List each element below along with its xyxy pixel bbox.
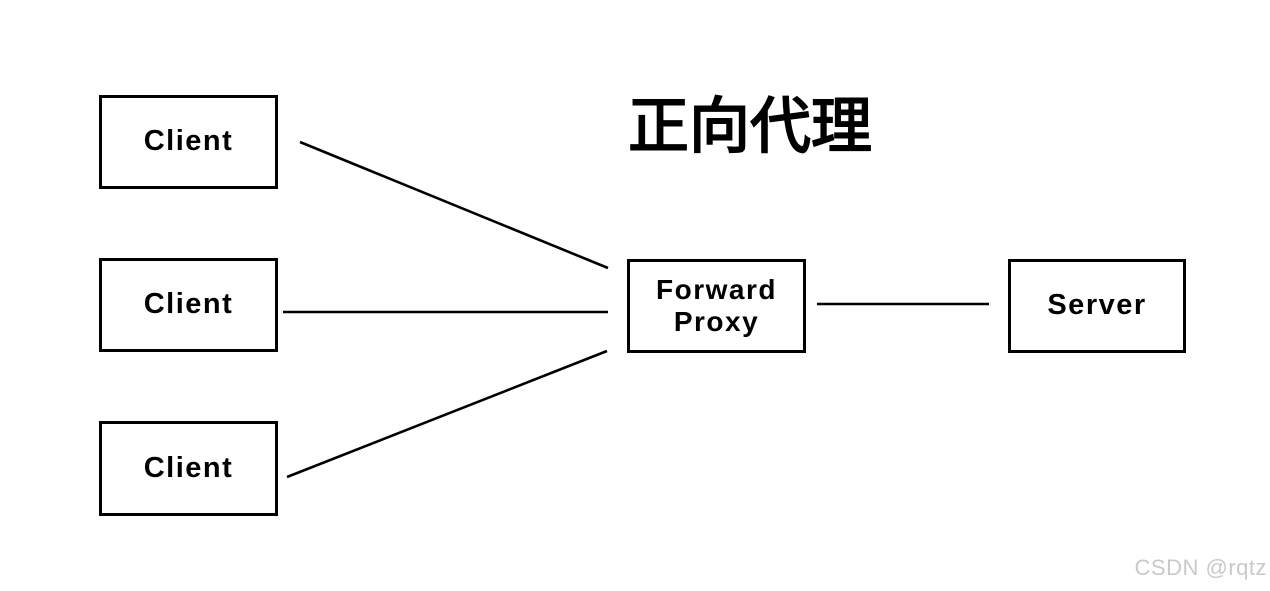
node-forward-proxy: Forward Proxy <box>627 259 806 353</box>
watermark: CSDN @rqtz <box>1134 555 1267 580</box>
node-client-2-label: Client <box>143 288 234 321</box>
node-server-label: Server <box>1047 289 1147 322</box>
node-client-1-label: Client <box>143 125 234 158</box>
node-client-3: Client <box>99 421 278 516</box>
node-forward-proxy-label: Forward Proxy <box>656 273 777 337</box>
connector-client1-proxy <box>299 140 609 270</box>
node-server: Server <box>1008 259 1186 353</box>
diagram-title: 正向代理 <box>627 92 872 160</box>
node-client-1: Client <box>99 95 278 189</box>
node-client-2: Client <box>99 258 278 352</box>
node-client-3-label: Client <box>143 451 234 484</box>
connector-client3-proxy <box>286 349 608 479</box>
